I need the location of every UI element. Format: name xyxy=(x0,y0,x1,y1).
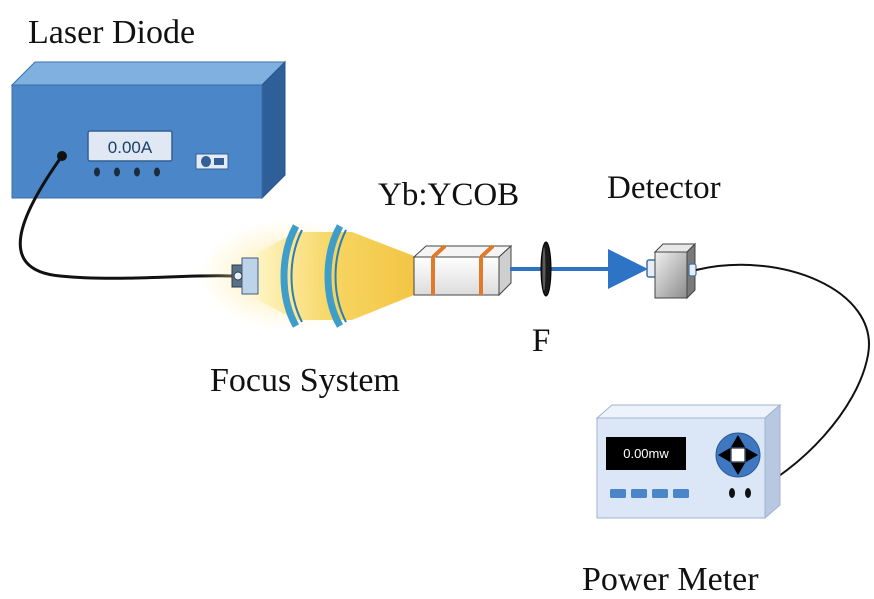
detector-label: Detector xyxy=(607,170,721,206)
detector-unit xyxy=(646,242,697,300)
power-meter-screen xyxy=(606,437,686,470)
knob xyxy=(154,167,160,177)
gain-crystal xyxy=(412,244,513,297)
meter-button xyxy=(631,489,647,498)
detector-port xyxy=(688,263,697,277)
crystal-band xyxy=(479,244,495,259)
laser-diode-top xyxy=(10,61,287,86)
filter-label: F xyxy=(532,323,550,359)
meter-jack xyxy=(745,488,751,498)
knob xyxy=(114,167,120,177)
lens-right xyxy=(324,224,344,328)
laser-cable-port xyxy=(57,151,67,161)
laser-diode-label: Laser Diode xyxy=(28,14,195,51)
power-meter-display-value: 0.00mw xyxy=(623,446,669,461)
crystal-front xyxy=(413,256,500,296)
power-switch-icon xyxy=(195,153,229,170)
meter-jack xyxy=(729,488,735,498)
meter-button xyxy=(652,489,668,498)
power-meter-buttons xyxy=(610,489,689,498)
crystal-top xyxy=(412,245,513,258)
crystal-label: Yb:YCOB xyxy=(378,177,519,213)
laser-diode-display-value: 0.00A xyxy=(108,138,153,157)
laser-cable xyxy=(18,155,233,280)
knob xyxy=(134,167,140,177)
power-meter-side xyxy=(764,403,781,520)
lens-left-edge xyxy=(290,229,303,323)
laser-diode-unit: 0.00A xyxy=(10,60,287,200)
fiber-connector-icon xyxy=(231,257,259,295)
direction-pad-icon xyxy=(715,432,761,478)
power-meter-unit: 0.00mw xyxy=(595,403,782,520)
laser-diode-side xyxy=(261,60,286,200)
filter-highlight xyxy=(542,247,546,291)
laser-diode-screen xyxy=(87,130,173,162)
crystal-band xyxy=(431,244,447,259)
detector-cable xyxy=(695,263,870,495)
power-meter-label: Power Meter xyxy=(582,561,759,598)
power-meter-top xyxy=(595,404,782,419)
laser-diode-knobs xyxy=(94,167,160,177)
meter-button xyxy=(610,489,626,498)
knob xyxy=(94,167,100,177)
meter-button xyxy=(673,489,689,498)
lens-right-edge xyxy=(334,229,347,323)
focus-system-label: Focus System xyxy=(210,362,400,399)
detector-body xyxy=(654,251,688,299)
lens-left xyxy=(280,224,300,328)
focus-system xyxy=(200,220,414,330)
